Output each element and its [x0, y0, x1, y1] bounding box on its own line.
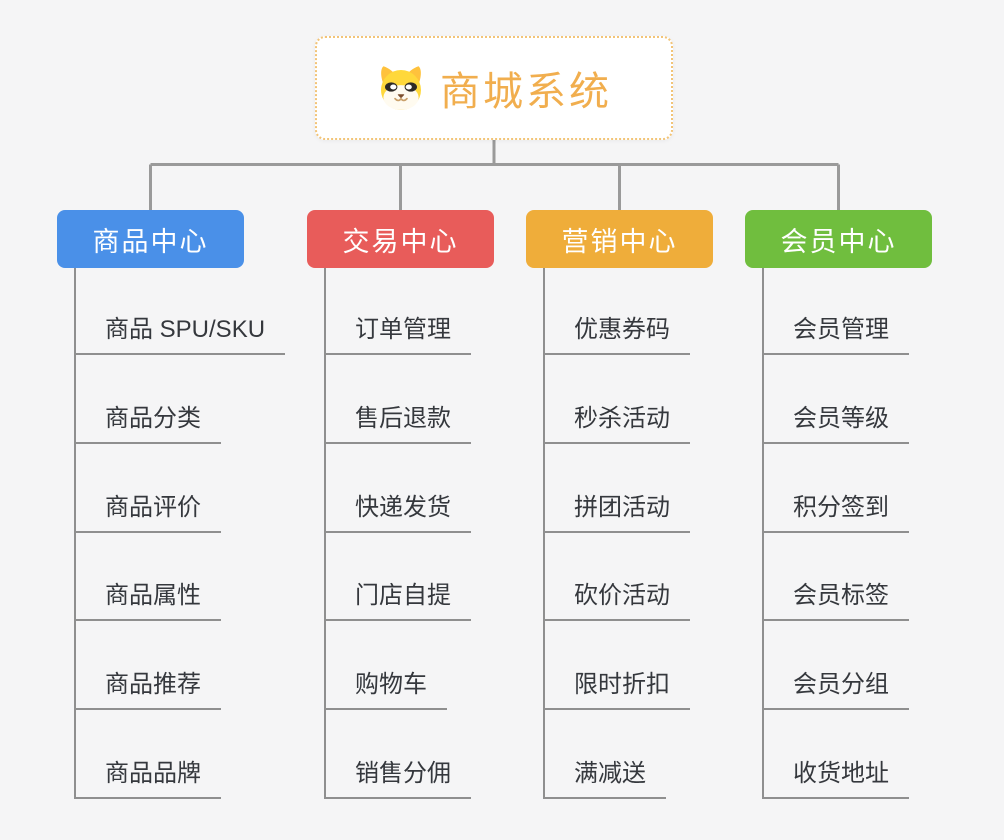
leaf-node-member-center-2[interactable]: 会员等级: [763, 403, 909, 444]
leaf-node-trade-center-6[interactable]: 销售分佣: [325, 758, 471, 799]
leaf-node-marketing-center-2[interactable]: 秒杀活动: [544, 403, 690, 444]
leaf-node-trade-center-5[interactable]: 购物车: [325, 669, 447, 711]
leaf-node-trade-center-4[interactable]: 门店自提: [325, 580, 471, 622]
branch-label: 交易中心: [342, 226, 459, 257]
leaf-node-product-center-1[interactable]: 商品 SPU/SKU: [75, 314, 286, 355]
leaf-node-trade-center-1[interactable]: 订单管理: [325, 314, 471, 355]
leaf-node-product-center-6[interactable]: 商品品牌: [75, 758, 221, 799]
leaf-node-member-center-5[interactable]: 会员分组: [763, 669, 909, 711]
leaf-node-marketing-center-5[interactable]: 限时折扣: [544, 669, 690, 711]
leaf-node-marketing-center-6[interactable]: 满减送: [544, 758, 666, 799]
leaf-node-member-center-4[interactable]: 会员标签: [763, 580, 909, 622]
branch-label: 营销中心: [561, 226, 678, 257]
leaf-node-marketing-center-1[interactable]: 优惠券码: [544, 314, 690, 355]
leaf-node-member-center-1[interactable]: 会员管理: [763, 314, 909, 355]
leaf-node-member-center-6[interactable]: 收货地址: [763, 758, 909, 799]
dog-logo-icon: [381, 66, 421, 110]
branch-node-marketing-center[interactable]: 营销中心: [526, 210, 713, 268]
leaf-node-marketing-center-4[interactable]: 砍价活动: [544, 580, 690, 622]
leaf-node-trade-center-2[interactable]: 售后退款: [325, 403, 471, 444]
branch-node-trade-center[interactable]: 交易中心: [307, 210, 494, 268]
leaf-node-trade-center-3[interactable]: 快递发货: [325, 492, 471, 533]
leaf-node-member-center-3[interactable]: 积分签到: [763, 492, 909, 533]
branch-node-member-center[interactable]: 会员中心: [745, 210, 932, 268]
leaf-node-product-center-5[interactable]: 商品推荐: [75, 669, 221, 711]
root-node[interactable]: 商城系统: [315, 36, 673, 140]
leaf-node-product-center-2[interactable]: 商品分类: [75, 403, 221, 444]
leaf-node-marketing-center-3[interactable]: 拼团活动: [544, 492, 690, 533]
branch-label: 会员中心: [780, 226, 897, 257]
root-title: 商城系统: [440, 70, 612, 114]
branch-node-product-center[interactable]: 商品中心: [57, 210, 244, 268]
leaf-node-product-center-3[interactable]: 商品评价: [75, 492, 221, 533]
leaf-node-product-center-4[interactable]: 商品属性: [75, 580, 221, 622]
branch-label: 商品中心: [92, 226, 209, 257]
